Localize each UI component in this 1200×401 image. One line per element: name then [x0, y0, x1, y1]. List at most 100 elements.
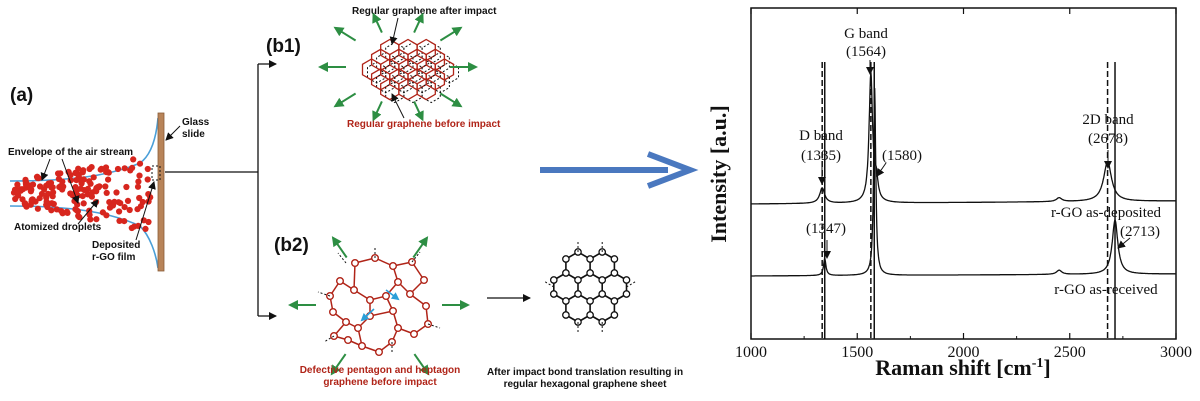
envelope-pointer-2	[61, 158, 80, 204]
droplet	[84, 191, 91, 198]
y-axis-label: Intensity [a.u.]	[706, 105, 731, 243]
droplet	[48, 207, 55, 214]
series-r-go-as-deposited	[751, 72, 1176, 205]
green-arrow	[330, 353, 347, 376]
panel-b1-label: (b1)	[266, 36, 301, 57]
droplet	[73, 207, 81, 214]
envelope-label: Envelope of the air stream	[8, 147, 133, 158]
defect-atom	[351, 259, 360, 268]
ann-1580: (1580)	[882, 148, 922, 164]
x-axis-label: Raman shift [cm-1]	[875, 355, 1050, 380]
legend-as-deposited: r-GO as-deposited	[1051, 205, 1162, 221]
droplet	[86, 178, 93, 185]
droplet	[37, 183, 44, 190]
hex-atom	[610, 255, 619, 263]
droplet	[134, 183, 142, 190]
defect-atom	[394, 324, 403, 333]
before-hex	[425, 48, 446, 72]
droplet	[80, 200, 87, 207]
ann-2d-band: 2D band	[1082, 112, 1134, 128]
green-arrow	[413, 353, 430, 376]
label-line: r-GO film	[92, 252, 135, 263]
before-hex	[416, 38, 436, 62]
green-arrow	[333, 26, 357, 42]
droplet	[103, 189, 110, 196]
droplet	[67, 190, 74, 197]
ann-d-value: (1335)	[801, 148, 841, 164]
ann-2713: (2713)	[1120, 224, 1160, 240]
green-arrow	[439, 26, 463, 42]
hex-atom	[622, 276, 631, 284]
after-impact-pointer	[389, 17, 399, 45]
droplet	[18, 186, 25, 193]
defect-atom	[406, 290, 415, 299]
label-line: Deposited	[92, 240, 140, 251]
defect-atom	[329, 308, 338, 317]
droplet	[48, 200, 55, 207]
droplet	[29, 181, 37, 188]
x-tick-label: 1000	[735, 344, 767, 361]
droplet	[127, 167, 134, 174]
envelope-pointer-1	[40, 158, 51, 181]
hex-dangling-bond	[543, 280, 555, 288]
x-tick-label: 3000	[1160, 344, 1192, 361]
ann-1580-arrow	[876, 162, 887, 177]
droplet	[27, 201, 34, 208]
label-line: Glass	[182, 117, 210, 128]
droplets-pointer	[77, 199, 99, 225]
before-hex	[416, 77, 436, 101]
droplet	[78, 180, 85, 187]
x-tick-label: 1500	[841, 344, 873, 361]
ann-g-value: (1564)	[846, 44, 886, 60]
regular-graphene-lattice	[361, 38, 459, 104]
defect-atom	[358, 342, 367, 351]
droplet	[14, 181, 21, 188]
ann-d-band: D band	[799, 128, 843, 144]
hex-atom	[574, 290, 582, 298]
droplet	[19, 196, 26, 203]
defect-atom	[336, 277, 345, 286]
droplet	[123, 183, 130, 191]
droplet	[86, 211, 93, 218]
defect-atom	[389, 307, 398, 316]
label-line: Defective pentagon and heptagon	[300, 365, 461, 376]
droplet	[121, 218, 128, 225]
droplet	[59, 210, 66, 217]
droplet	[55, 175, 63, 183]
defect-atom	[394, 278, 403, 287]
defective-graphene-network	[317, 248, 441, 357]
droplet	[93, 216, 100, 223]
panel-b1: (b1) Regular graphene after impact Regul…	[266, 6, 501, 130]
before-hex	[425, 68, 446, 91]
droplet	[49, 184, 56, 191]
hex-atom	[586, 255, 594, 263]
panel-a-label: (a)	[10, 85, 33, 106]
hex-atom	[610, 297, 619, 305]
droplet	[114, 165, 122, 173]
defect-atom	[389, 262, 398, 271]
legend-as-received: r-GO as-received	[1054, 282, 1158, 298]
hex-atom	[610, 311, 619, 319]
droplet	[79, 169, 86, 176]
b2-expansion-arrows	[288, 236, 470, 376]
droplet	[86, 165, 93, 173]
label-line: graphene before impact	[323, 377, 437, 388]
droplet	[96, 183, 103, 190]
label-line: slide	[182, 129, 205, 140]
droplet	[75, 173, 82, 180]
hex-atom	[549, 276, 558, 284]
ann-2713-arrow	[1117, 237, 1131, 249]
before-impact-label: Regular graphene before impact	[347, 119, 501, 130]
droplet	[142, 225, 149, 232]
droplet	[29, 196, 36, 203]
green-arrow	[333, 92, 357, 108]
green-arrow	[372, 100, 383, 122]
label-line: After impact bond translation resulting …	[487, 367, 683, 378]
droplet	[130, 156, 137, 163]
hex-atom	[562, 269, 570, 277]
droplet	[128, 224, 135, 232]
bond-translation-arrow-1	[385, 289, 400, 301]
hex-atom	[586, 311, 594, 319]
